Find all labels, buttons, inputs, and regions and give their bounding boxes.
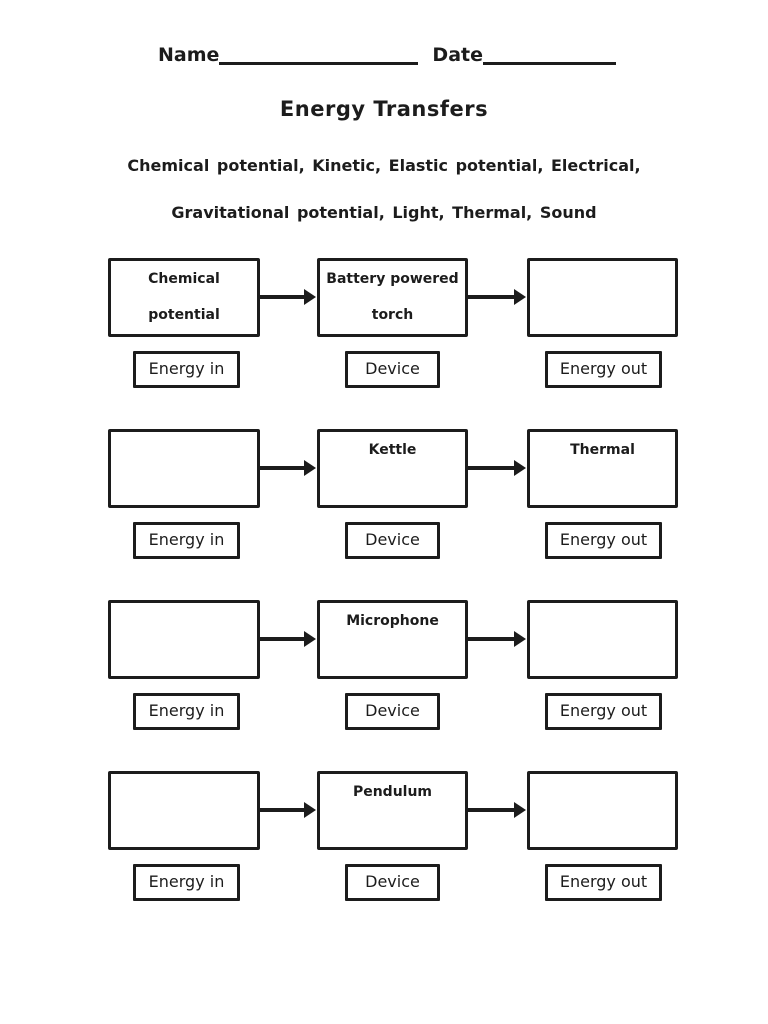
arrow-right-icon — [260, 466, 305, 470]
arrow-right-icon — [260, 808, 305, 812]
name-field[interactable] — [219, 62, 419, 65]
device-label: Device — [345, 864, 440, 901]
name-label: Name — [158, 44, 220, 66]
energy-out-box[interactable] — [527, 600, 678, 679]
energy-transfer-row-2: Kettle Thermal Energy in Device Energy o… — [108, 429, 680, 559]
energy-in-box[interactable] — [108, 600, 260, 679]
arrow-right-icon — [468, 466, 515, 470]
energy-in-label: Energy in — [133, 864, 240, 901]
energy-transfer-row-1: Chemical potential Battery powered torch… — [108, 258, 680, 388]
page-title: Energy Transfers — [279, 97, 489, 121]
energy-in-label: Energy in — [133, 693, 240, 730]
device-box: Kettle — [317, 429, 468, 508]
energy-transfer-row-3: Microphone Energy in Device Energy out — [108, 600, 680, 730]
energy-out-label: Energy out — [545, 522, 662, 559]
arrow-right-icon — [260, 637, 305, 641]
energy-out-box[interactable] — [527, 258, 678, 337]
energy-transfer-row-4: Pendulum Energy in Device Energy out — [108, 771, 680, 901]
energy-out-box[interactable] — [527, 771, 678, 850]
arrow-right-icon — [260, 295, 305, 299]
device-label: Device — [345, 351, 440, 388]
arrow-right-icon — [468, 808, 515, 812]
name-date-header: Name Date — [158, 44, 616, 66]
date-label: Date — [432, 44, 483, 66]
device-box: Pendulum — [317, 771, 468, 850]
energy-in-box[interactable] — [108, 771, 260, 850]
energy-in-label: Energy in — [133, 522, 240, 559]
device-box: Battery powered torch — [317, 258, 468, 337]
energy-out-box: Thermal — [527, 429, 678, 508]
device-label: Device — [345, 693, 440, 730]
arrow-right-icon — [468, 295, 515, 299]
word-bank-line-1: Chemical potential, Kinetic, Elastic pot… — [127, 156, 641, 175]
energy-in-label: Energy in — [133, 351, 240, 388]
device-label: Device — [345, 522, 440, 559]
device-box: Microphone — [317, 600, 468, 679]
energy-in-box: Chemical potential — [108, 258, 260, 337]
energy-out-label: Energy out — [545, 351, 662, 388]
energy-in-box[interactable] — [108, 429, 260, 508]
energy-out-label: Energy out — [545, 693, 662, 730]
energy-out-label: Energy out — [545, 864, 662, 901]
arrow-right-icon — [468, 637, 515, 641]
date-field[interactable] — [482, 62, 616, 65]
word-bank-line-2: Gravitational potential, Light, Thermal,… — [171, 203, 597, 222]
